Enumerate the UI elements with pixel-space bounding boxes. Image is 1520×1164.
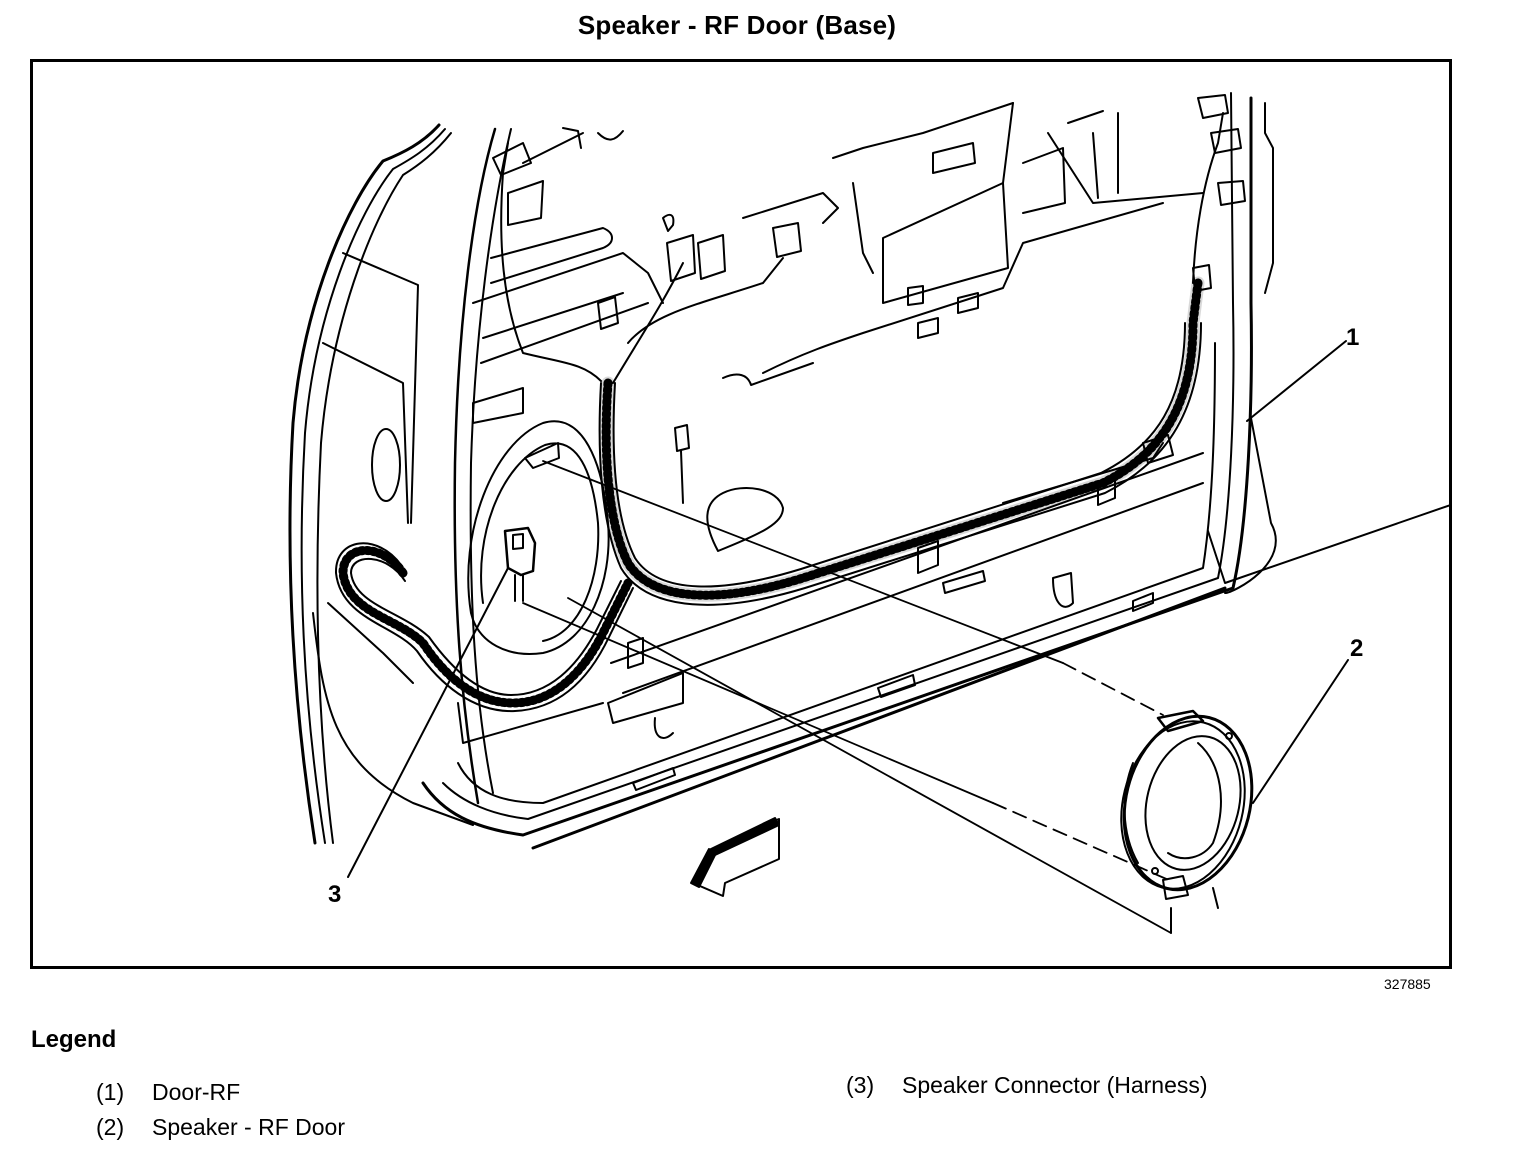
diagram-title: Speaker - RF Door (Base) <box>577 10 897 40</box>
door-outer-edge <box>288 123 452 845</box>
callout-3-label: 3 <box>328 881 341 908</box>
legend-item-number: (2) <box>96 1114 125 1140</box>
upper-reinforcement <box>472 102 1204 424</box>
door-inner-panel <box>421 92 1449 850</box>
speaker-opening <box>467 420 610 655</box>
callout-1-leader <box>1246 340 1347 422</box>
legend-item-number: (1) <box>96 1079 125 1105</box>
speaker-rf-door <box>1120 709 1254 934</box>
lower-panel-details <box>457 452 1204 791</box>
hinge-pillar-panel <box>312 252 474 826</box>
legend-title: Legend <box>31 1026 117 1053</box>
callout-2-label: 2 <box>1350 635 1363 662</box>
speaker-connector-harness <box>503 526 537 602</box>
diagram-frame: 1 2 3 <box>30 59 1452 969</box>
figure-id: 327885 <box>1384 976 1431 992</box>
callout-leaders <box>347 340 1349 878</box>
legend-item-label: Speaker Connector (Harness) <box>902 1072 1208 1098</box>
legend-item-label: Speaker - RF Door <box>152 1114 346 1140</box>
legend-item-1: (1) Door-RF <box>96 1079 240 1106</box>
wiring-harness <box>334 112 1224 713</box>
callout-1-label: 1 <box>1346 324 1359 351</box>
door-speaker-illustration: 1 2 3 <box>288 92 1449 934</box>
harness-connectors <box>492 94 1246 504</box>
callout-2-leader <box>1252 659 1349 804</box>
legend-item-number: (3) <box>846 1072 875 1098</box>
callout-3-leader <box>347 567 509 878</box>
legend-item-label: Door-RF <box>152 1079 241 1105</box>
front-of-vehicle-arrow <box>690 817 780 897</box>
legend-item-2: (2) Speaker - RF Door <box>96 1114 345 1141</box>
legend-item-3: (3) Speaker Connector (Harness) <box>846 1072 1208 1099</box>
installation-lines <box>522 460 1172 934</box>
